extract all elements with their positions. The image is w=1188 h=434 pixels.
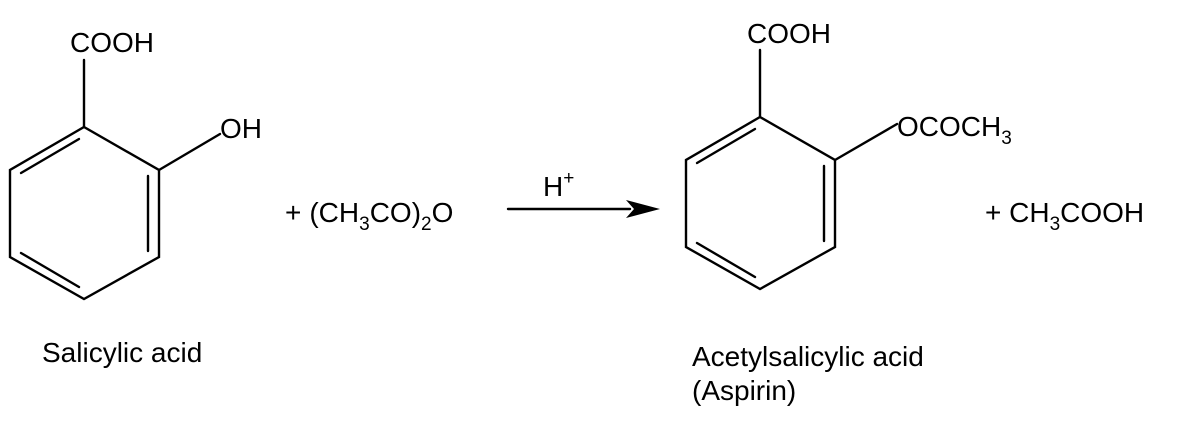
double-bond-right-bottom bbox=[695, 241, 757, 279]
benzene-ring-right bbox=[684, 115, 837, 291]
catalyst-h: H bbox=[543, 171, 563, 202]
aspirin-structure: COOH OCOCH3 bbox=[684, 18, 1012, 291]
anhydride-subscript-2: 2 bbox=[421, 214, 432, 235]
catalyst-label: H+ bbox=[543, 168, 574, 202]
arrow-head bbox=[626, 200, 660, 218]
ester-bond bbox=[833, 122, 899, 162]
double-bond-right-top bbox=[695, 127, 757, 165]
double-bond-left-top bbox=[19, 137, 81, 175]
anhydride-part-3: O bbox=[432, 197, 454, 228]
catalyst-charge: + bbox=[563, 168, 574, 189]
ester-main: OCOCH bbox=[897, 111, 1001, 142]
anhydride-subscript-3: 3 bbox=[359, 214, 370, 235]
benzene-ring-left bbox=[8, 125, 161, 301]
salicylic-acid-structure: COOH OH bbox=[8, 27, 262, 301]
reaction-arrow bbox=[506, 200, 660, 218]
oh-label: OH bbox=[220, 113, 262, 144]
acetic-anhydride-formula: + (CH3CO)2O bbox=[285, 197, 453, 235]
double-bond-left-bottom bbox=[19, 251, 81, 289]
anhydride-part-1: (CH bbox=[309, 197, 359, 228]
oh-bond-left bbox=[157, 132, 222, 172]
byproduct-prefix: + CH bbox=[985, 197, 1050, 228]
aspirin-name-line2: (Aspirin) bbox=[692, 375, 796, 406]
plus-sign-1: + bbox=[285, 197, 301, 228]
cooh-label-left: COOH bbox=[70, 27, 154, 58]
ester-label: OCOCH3 bbox=[897, 111, 1012, 149]
salicylic-acid-name: Salicylic acid bbox=[42, 337, 202, 368]
aspirin-name-line1: Acetylsalicylic acid bbox=[692, 341, 924, 372]
byproduct-subscript-3: 3 bbox=[1050, 214, 1061, 235]
ester-subscript-3: 3 bbox=[1001, 128, 1012, 149]
cooh-label-right: COOH bbox=[747, 18, 831, 49]
acetic-acid-formula: + CH3COOH bbox=[985, 197, 1144, 235]
byproduct-suffix: COOH bbox=[1060, 197, 1144, 228]
anhydride-part-2: CO) bbox=[370, 197, 421, 228]
